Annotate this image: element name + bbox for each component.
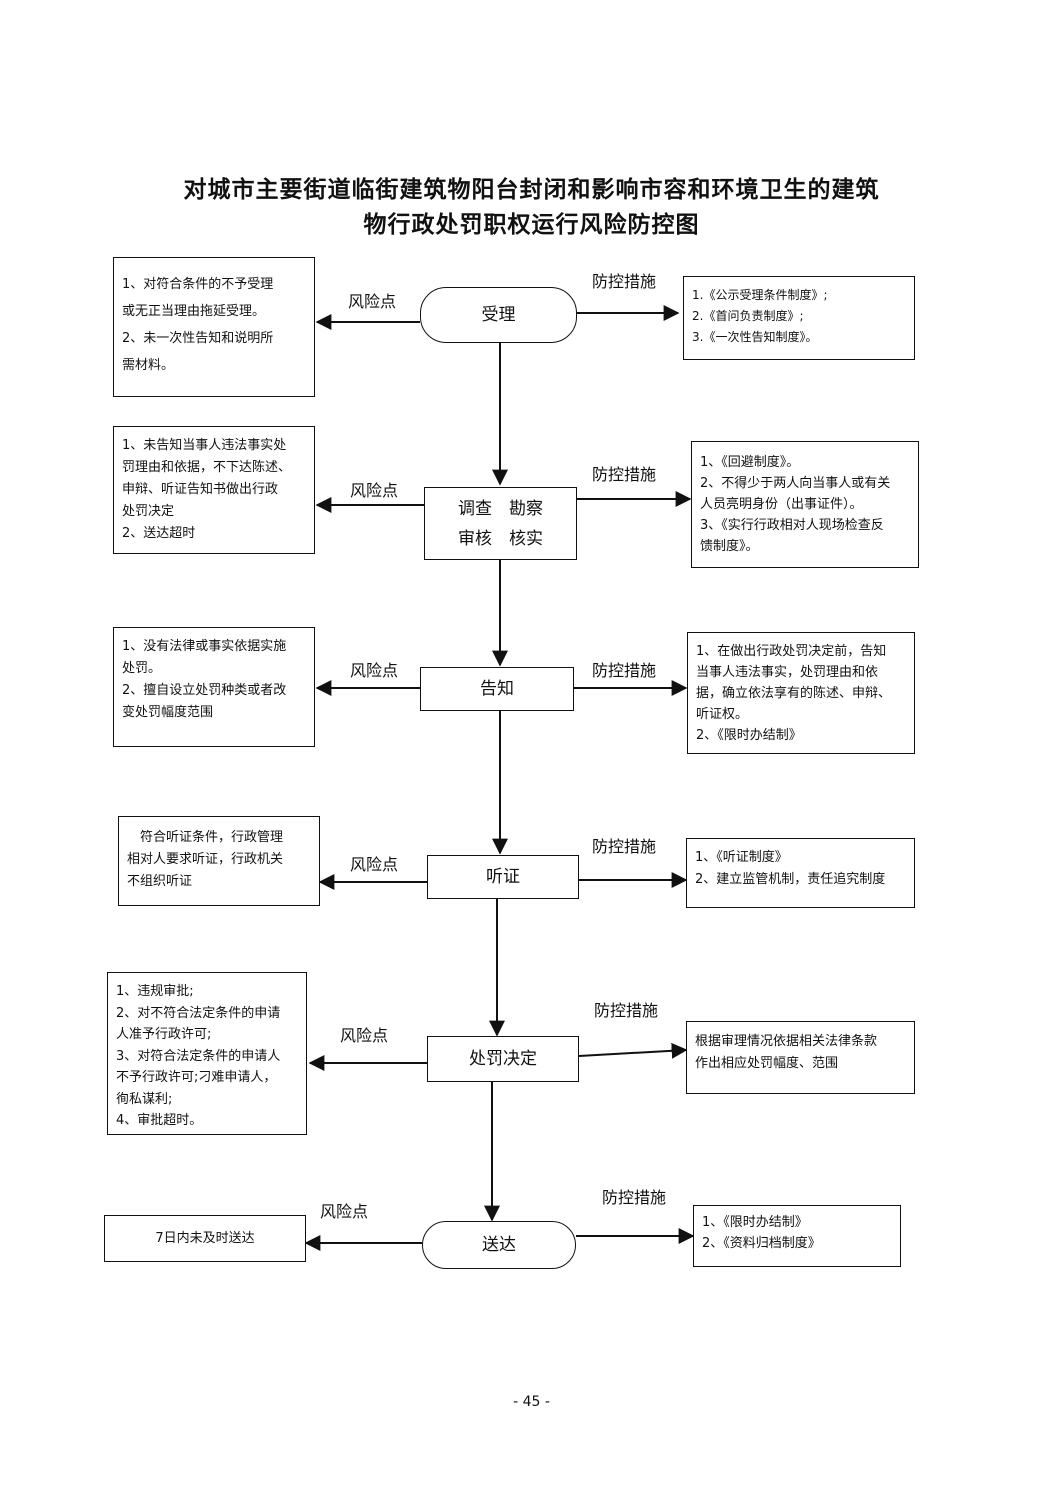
risk-box-1: 1、对符合条件的不予受理 或无正当理由拖延受理。 2、未一次性告知和说明所 需材… — [113, 257, 315, 397]
risk-label-6: 风险点 — [320, 1202, 369, 1221]
step-label: 处罚决定 — [469, 1049, 537, 1069]
risk-box-2: 1、未告知当事人违法事实处 罚理由和依据，不下达陈述、 申辩、听证告知书做出行政… — [113, 426, 315, 554]
measure-text: 听证权。 — [696, 707, 749, 722]
risk-text: 处罚决定 — [122, 504, 175, 519]
risk-text: 徇私谋利; — [116, 1091, 173, 1107]
measure-text: 2、不得少于两人向当事人或有关 — [700, 476, 891, 491]
measure-label-4: 防控措施 — [592, 837, 657, 856]
measure-arrow-5 — [578, 1042, 688, 1059]
risk-text: 不组织听证 — [127, 874, 193, 889]
page-number: - 45 - — [513, 1394, 550, 1410]
risk-text: 罚理由和依据，不下达陈述、 — [122, 460, 292, 475]
risk-text: 相对人要求听证，行政机关 — [127, 852, 284, 867]
risk-text: 处罚。 — [122, 661, 162, 676]
measure-text: 1、《回避制度》。 — [700, 455, 800, 470]
risk-text: 2、未一次性告知和说明所 — [122, 331, 274, 346]
measure-box-2: 1、《回避制度》。 2、不得少于两人向当事人或有关 人员亮明身份（出事证件）。 … — [691, 441, 919, 568]
risk-text: 2、擅自设立处罚种类或者改 — [122, 683, 287, 698]
measure-label-3: 防控措施 — [592, 661, 657, 680]
risk-text: 2、对不符合法定条件的申请 — [116, 1005, 281, 1021]
measure-text: 2、《资料归档制度》 — [702, 1236, 821, 1251]
measure-label-2: 防控措施 — [592, 465, 657, 484]
risk-label-4: 风险点 — [350, 855, 399, 874]
risk-text: 4、审批超时。 — [116, 1113, 203, 1128]
measure-text: 当事人违法事实，处罚理由和依 — [696, 665, 879, 680]
risk-text: 符合听证条件，行政管理 — [127, 830, 284, 845]
risk-text: 2、送达超时 — [122, 526, 196, 541]
step-label: 审核 核实 — [458, 528, 543, 549]
measure-text: 1.《公示受理条件制度》; — [692, 288, 828, 302]
risk-text: 变处罚幅度范围 — [122, 705, 214, 720]
measure-text: 1、《听证制度》 — [695, 850, 788, 865]
step-node-notify: 告知 — [420, 667, 574, 711]
measure-box-3: 1、在做出行政处罚决定前，告知 当事人违法事实，处罚理由和依 据，确立依法享有的… — [687, 632, 915, 754]
measure-text: 馈制度》。 — [700, 539, 759, 554]
risk-text: 申辩、听证告知书做出行政 — [122, 482, 279, 497]
measure-label-1: 防控措施 — [592, 272, 657, 291]
measure-text: 作出相应处罚幅度、范围 — [695, 1056, 839, 1071]
risk-text: 1、没有法律或事实依据实施 — [122, 639, 287, 654]
measure-label-5: 防控措施 — [594, 1001, 659, 1020]
risk-box-3: 1、没有法律或事实依据实施 处罚。 2、擅自设立处罚种类或者改 变处罚幅度范围 — [113, 627, 315, 747]
risk-text: 或无正当理由拖延受理。 — [122, 304, 266, 319]
measure-text: 2、《限时办结制》 — [696, 728, 802, 743]
step-node-investigate: 调查 勘察 审核 核实 — [424, 487, 577, 560]
risk-box-5: 1、违规审批; 2、对不符合法定条件的申请 人准予行政许可; 3、对符合法定条件… — [107, 972, 307, 1135]
measure-text: 据，确立依法享有的陈述、申辩、 — [696, 686, 892, 701]
measure-label-6: 防控措施 — [602, 1188, 667, 1207]
diagram-title-line-2: 物行政处罚职权运行风险防控图 — [363, 212, 700, 238]
step-label: 受理 — [481, 305, 516, 325]
measure-box-4: 1、《听证制度》 2、建立监管机制，责任追究制度 — [686, 838, 915, 908]
measure-text: 3.《一次性告知制度》。 — [692, 330, 818, 344]
step-node-accept: 受理 — [420, 287, 577, 343]
risk-label-2: 风险点 — [350, 481, 399, 500]
risk-box-6: 7日内未及时送达 — [104, 1215, 306, 1262]
risk-text: 需材料。 — [122, 358, 175, 373]
measure-box-1: 1.《公示受理条件制度》; 2.《首问负责制度》; 3.《一次性告知制度》。 — [683, 276, 915, 360]
step-node-decision: 处罚决定 — [427, 1036, 579, 1082]
risk-text: 不予行政许可;刁难申请人， — [116, 1070, 277, 1085]
risk-box-4: 符合听证条件，行政管理 相对人要求听证，行政机关 不组织听证 — [118, 816, 320, 906]
risk-label-3: 风险点 — [350, 661, 399, 680]
risk-text: 1、对符合条件的不予受理 — [122, 277, 274, 292]
risk-text: 1、未告知当事人违法事实处 — [122, 438, 287, 453]
measure-box-5: 根据审理情况依据相关法律条款 作出相应处罚幅度、范围 — [686, 1021, 915, 1094]
measure-text: 2、建立监管机制，责任追究制度 — [695, 872, 886, 887]
measure-text: 1、《限时办结制》 — [702, 1215, 808, 1230]
risk-text: 1、违规审批; — [116, 984, 194, 999]
risk-label-1: 风险点 — [348, 292, 397, 311]
measure-text: 2.《首问负责制度》; — [692, 309, 804, 323]
diagram-title-line-1: 对城市主要街道临街建筑物阳台封闭和影响市容和环境卫生的建筑 — [183, 177, 880, 203]
risk-text: 3、对符合法定条件的申请人 — [116, 1048, 281, 1064]
step-node-deliver: 送达 — [422, 1221, 576, 1269]
measure-text: 人员亮明身份（出事证件）。 — [700, 497, 863, 512]
step-node-hearing: 听证 — [427, 855, 579, 899]
measure-text: 3、《实行行政相对人现场检查反 — [700, 518, 884, 533]
measure-text: 1、在做出行政处罚决定前，告知 — [696, 644, 887, 659]
step-label: 告知 — [480, 679, 514, 699]
risk-label-5: 风险点 — [340, 1026, 389, 1045]
risk-text: 人准予行政许可; — [116, 1027, 212, 1042]
step-label: 听证 — [486, 867, 520, 887]
step-label: 调查 勘察 — [458, 498, 543, 519]
measure-box-6: 1、《限时办结制》 2、《资料归档制度》 — [693, 1205, 901, 1267]
step-label: 送达 — [482, 1235, 516, 1255]
risk-text: 7日内未及时送达 — [155, 1231, 255, 1246]
measure-text: 根据审理情况依据相关法律条款 — [695, 1034, 878, 1049]
